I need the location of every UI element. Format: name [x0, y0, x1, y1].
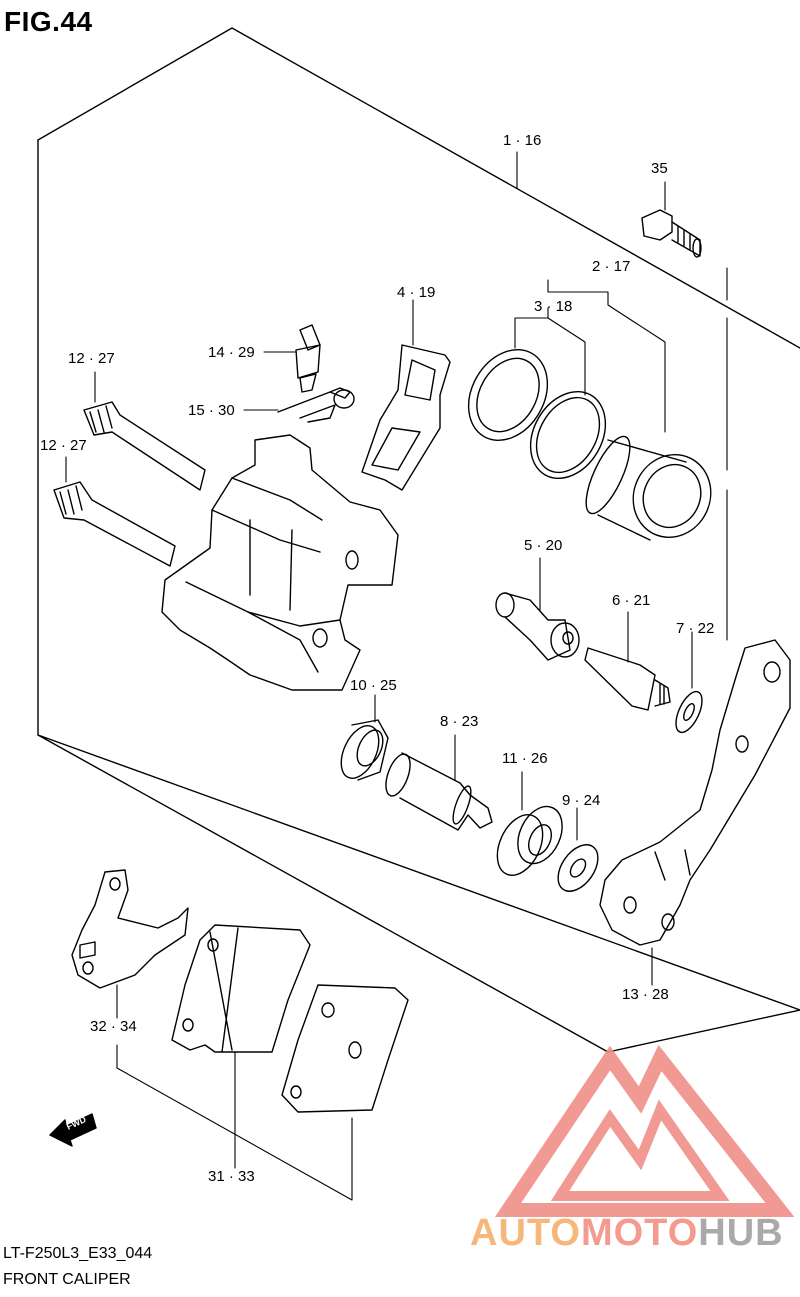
boot-11 [496, 805, 563, 876]
callout-6-21: 6 · 21 [612, 592, 651, 609]
bolt-35 [641, 209, 702, 258]
callout-4-19: 4 · 19 [397, 284, 436, 301]
bleeder-screw-14 [295, 324, 321, 393]
callout-11-26: 11 · 26 [502, 750, 548, 767]
bolt-6 [584, 647, 671, 711]
piston-2 [585, 435, 712, 541]
callout-35: 35 [651, 160, 668, 177]
bushing-5 [495, 592, 580, 661]
callout-10-25: 10 · 25 [350, 677, 397, 694]
fwd-arrow-icon [49, 1113, 97, 1147]
caliper-pin-12-upper [83, 401, 206, 491]
boot-10 [340, 719, 389, 781]
callout-2-17: 2 · 17 [592, 258, 631, 275]
assembly-outline [37, 27, 800, 1053]
pad-spring-4 [361, 344, 451, 491]
diagram-code: LT-F250L3_E33_044 [3, 1245, 153, 1262]
callout-31-33: 31 · 33 [208, 1168, 255, 1185]
caliper-pin-12-lower [53, 481, 176, 567]
callout-15-30: 15 · 30 [188, 402, 235, 419]
figure-title: FIG.44 [4, 6, 93, 37]
piston-seals-3 [467, 349, 607, 480]
callout-14-29: 14 · 29 [208, 344, 255, 361]
watermark-part-auto: AUTO [470, 1212, 581, 1254]
callout-9-24: 9 · 24 [562, 792, 601, 809]
washer-9 [557, 844, 599, 892]
callout-3-18: 3 · 18 [534, 298, 573, 315]
callout-12-27-upper: 12 · 27 [68, 350, 115, 367]
callout-8-23: 8 · 23 [440, 713, 479, 730]
brake-pad-31-outer [281, 984, 409, 1113]
bleeder-cap-15 [277, 387, 355, 423]
caliper-body [161, 434, 399, 691]
callout-32-34: 32 · 34 [90, 1018, 137, 1035]
watermark-text: AUTOMOTOHUB [470, 1212, 784, 1255]
bolt-8 [385, 752, 493, 831]
washer-7 [675, 690, 703, 734]
callout-5-20: 5 · 20 [524, 537, 563, 554]
callout-12-27-lower: 12 · 27 [40, 437, 87, 454]
callout-13-28: 13 · 28 [622, 986, 669, 1003]
callout-1-16: 1 · 16 [503, 132, 542, 149]
watermark-logo [494, 1044, 795, 1217]
caliper-bracket-13 [599, 639, 791, 946]
diagram-caption: FRONT CALIPER [3, 1271, 131, 1288]
watermark-part-moto: MOTO [580, 1212, 699, 1254]
callout-7-22: 7 · 22 [676, 620, 715, 637]
leader-lines [65, 151, 728, 1201]
brake-pad-31-inner [171, 924, 311, 1053]
watermark-part-hub: HUB [698, 1212, 784, 1254]
pad-shim-32 [71, 869, 189, 989]
